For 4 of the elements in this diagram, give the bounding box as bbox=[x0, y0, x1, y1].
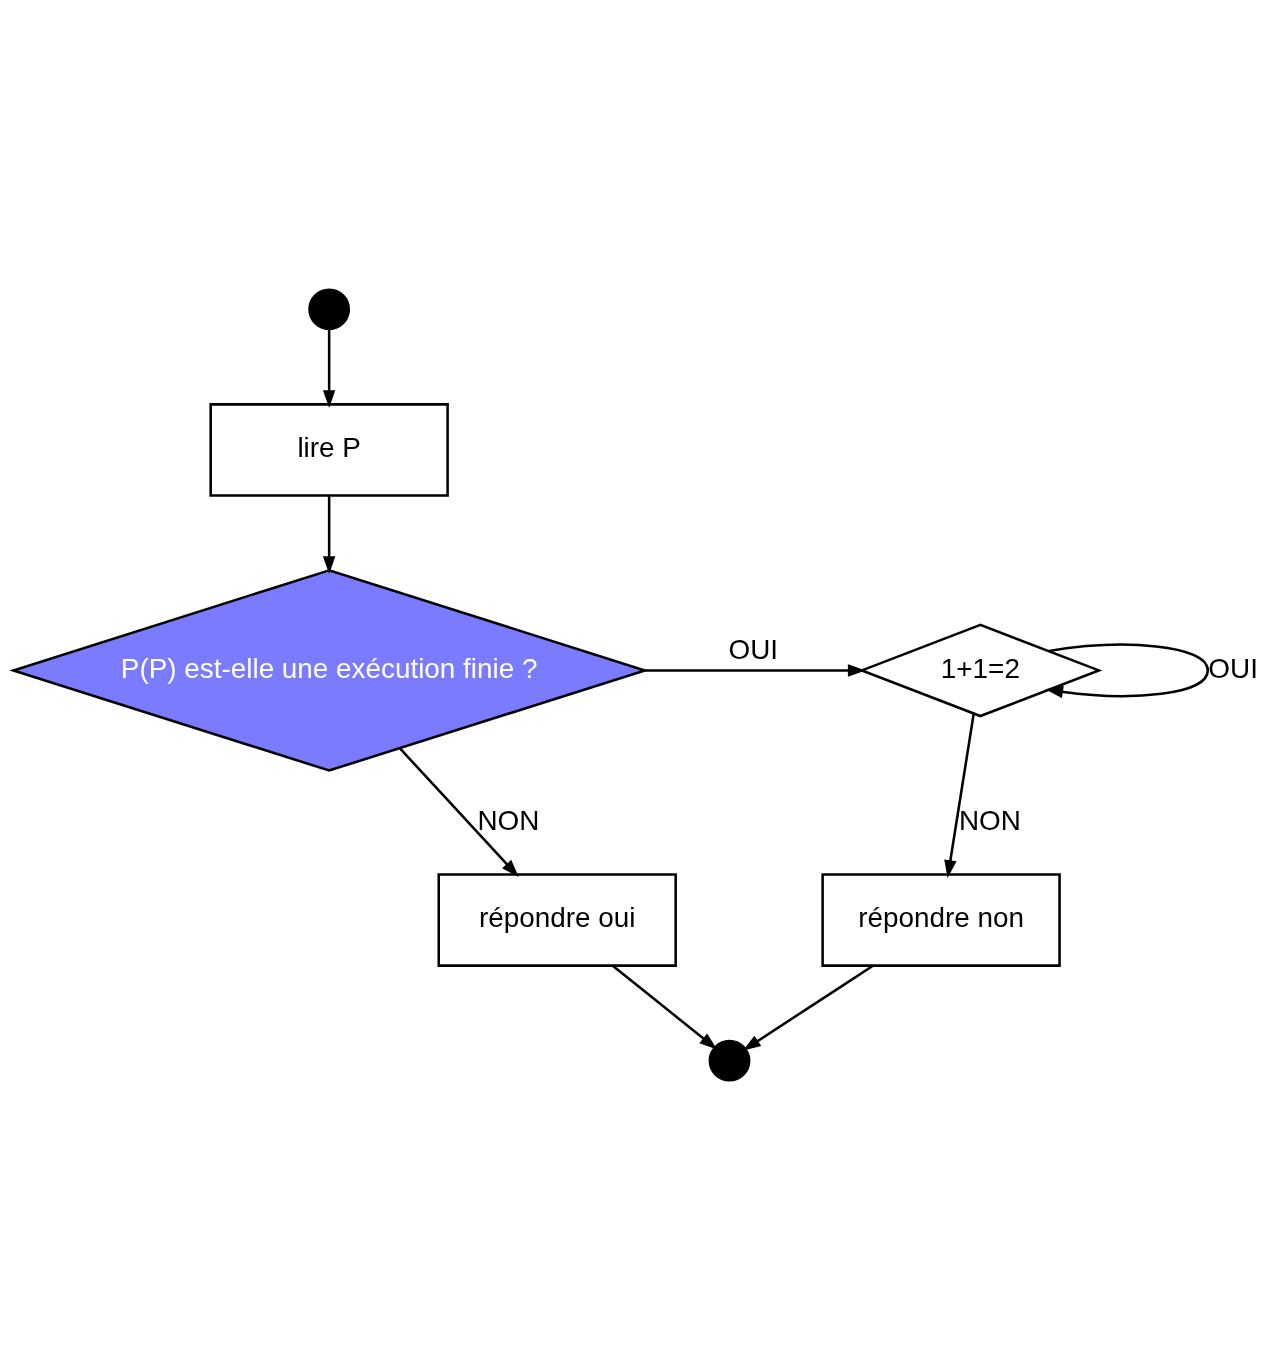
edge-label: NON bbox=[477, 804, 540, 836]
edge-label: OUI bbox=[728, 633, 779, 665]
edge-label: OUI bbox=[1208, 652, 1258, 684]
edge-label: NON bbox=[958, 804, 1021, 836]
